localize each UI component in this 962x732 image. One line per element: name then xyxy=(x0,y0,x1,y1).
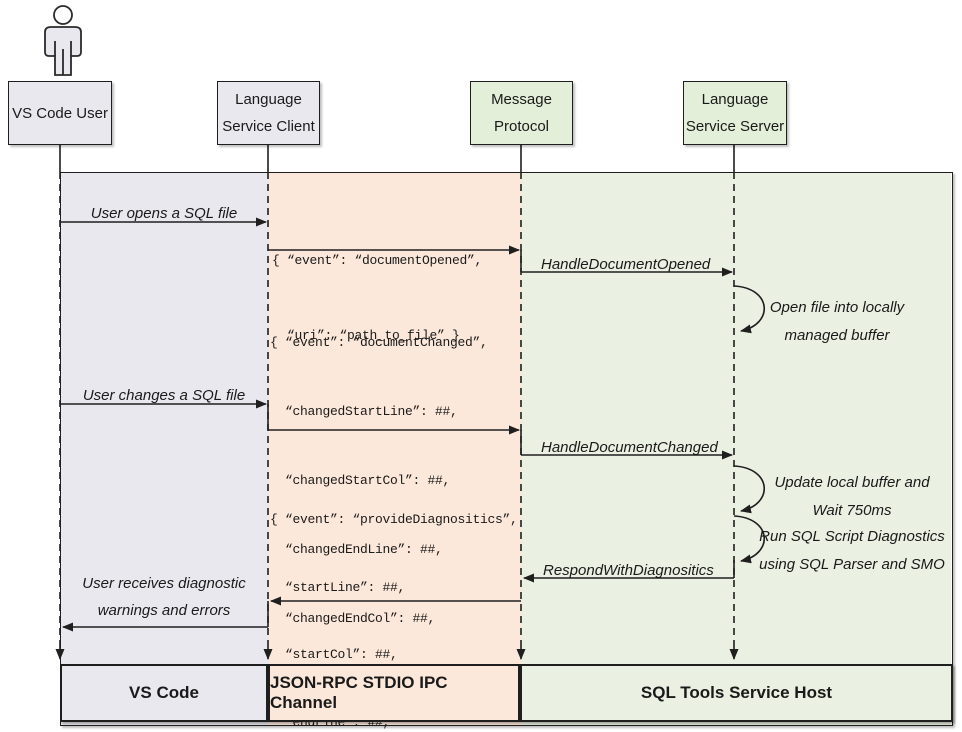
json-line: “changedStartCol”: ##, xyxy=(270,473,451,488)
label-line: warnings and errors xyxy=(97,601,231,619)
json-line: { “event”: “documentChanged”, xyxy=(270,335,488,350)
actor-label: Language xyxy=(701,91,769,108)
label-user-receives: User receives diagnostic warnings and er… xyxy=(60,571,268,624)
note-line: using SQL Parser and SMO xyxy=(759,556,945,573)
note-line: Open file into locally xyxy=(769,299,905,316)
system-box-label: JSON-RPC STDIO IPC Channel xyxy=(270,673,448,712)
selfloop-open-file-buffer xyxy=(733,285,766,334)
label-handle-document-changed: HandleDocumentChanged xyxy=(541,439,718,456)
actor-box-message-protocol: Message Protocol xyxy=(470,81,573,145)
selfloop-update-buffer-wait xyxy=(733,465,766,514)
lane-vs-code xyxy=(61,173,269,725)
note-open-file-buffer: Open file into locally managed buffer xyxy=(752,294,922,350)
lifeline-stubs xyxy=(59,145,735,172)
note-line: managed buffer xyxy=(784,327,890,344)
json-line: “startLine”: ##, xyxy=(270,579,406,595)
json-line: “startCol”: ##, xyxy=(270,647,398,662)
json-line: “changedStartLine”: ##, xyxy=(270,404,458,419)
system-box-label: VS Code xyxy=(129,683,199,702)
label-line: User receives diagnostic xyxy=(82,575,246,592)
actor-label: Language xyxy=(235,91,302,108)
note-update-buffer-wait: Update local buffer and Wait 750ms xyxy=(756,469,948,525)
note-line: Wait 750ms xyxy=(812,502,892,519)
json-line: “changedEndCol”: ##, xyxy=(270,611,436,626)
actor-box-language-service-client: Language Service Client xyxy=(217,81,320,145)
label-user-changes-file: User changes a SQL file xyxy=(82,387,246,404)
system-box-sql-tools-host: SQL Tools Service Host xyxy=(520,664,953,722)
json-line: { “event”: “provideDiagnositics”, xyxy=(270,512,518,527)
label-handle-document-opened: HandleDocumentOpened xyxy=(541,256,711,273)
note-run-diagnostics: Run SQL Script Diagnostics using SQL Par… xyxy=(756,523,948,579)
actor-box-vs-code-user: VS Code User xyxy=(8,81,112,145)
actor-box-language-service-server: Language Service Server xyxy=(683,81,787,145)
selfloop-run-diagnostics xyxy=(733,515,766,564)
note-line: Update local buffer and xyxy=(774,474,930,491)
system-box-label: SQL Tools Service Host xyxy=(640,683,833,702)
note-line: Run SQL Script Diagnostics xyxy=(759,528,945,545)
actor-label: Protocol xyxy=(493,118,550,135)
actor-label: VS Code User xyxy=(12,104,108,122)
label-user-opens-file: User opens a SQL file xyxy=(90,205,238,222)
actor-label: Service Server xyxy=(685,118,785,135)
actor-label: Message xyxy=(491,91,552,108)
user-person-icon xyxy=(44,5,82,76)
system-box-json-rpc-channel: JSON-RPC STDIO IPC Channel xyxy=(268,664,520,722)
json-document-opened: { “event”: “documentOpened”, “uri”: “pat… xyxy=(272,198,482,398)
json-line: { “event”: “documentOpened”, xyxy=(272,253,483,268)
system-box-vs-code: VS Code xyxy=(60,664,268,722)
lane-json-rpc-channel xyxy=(269,173,522,725)
label-respond-with-diagnostics: RespondWithDiagnositics xyxy=(543,562,714,579)
json-line: “changedEndLine”: ##, xyxy=(270,542,443,557)
json-line: “uri”: “path_to_file” } xyxy=(272,328,460,343)
actor-label: Service Client xyxy=(222,118,315,135)
diagram-region xyxy=(60,172,953,726)
lane-sql-tools-host xyxy=(522,173,951,725)
